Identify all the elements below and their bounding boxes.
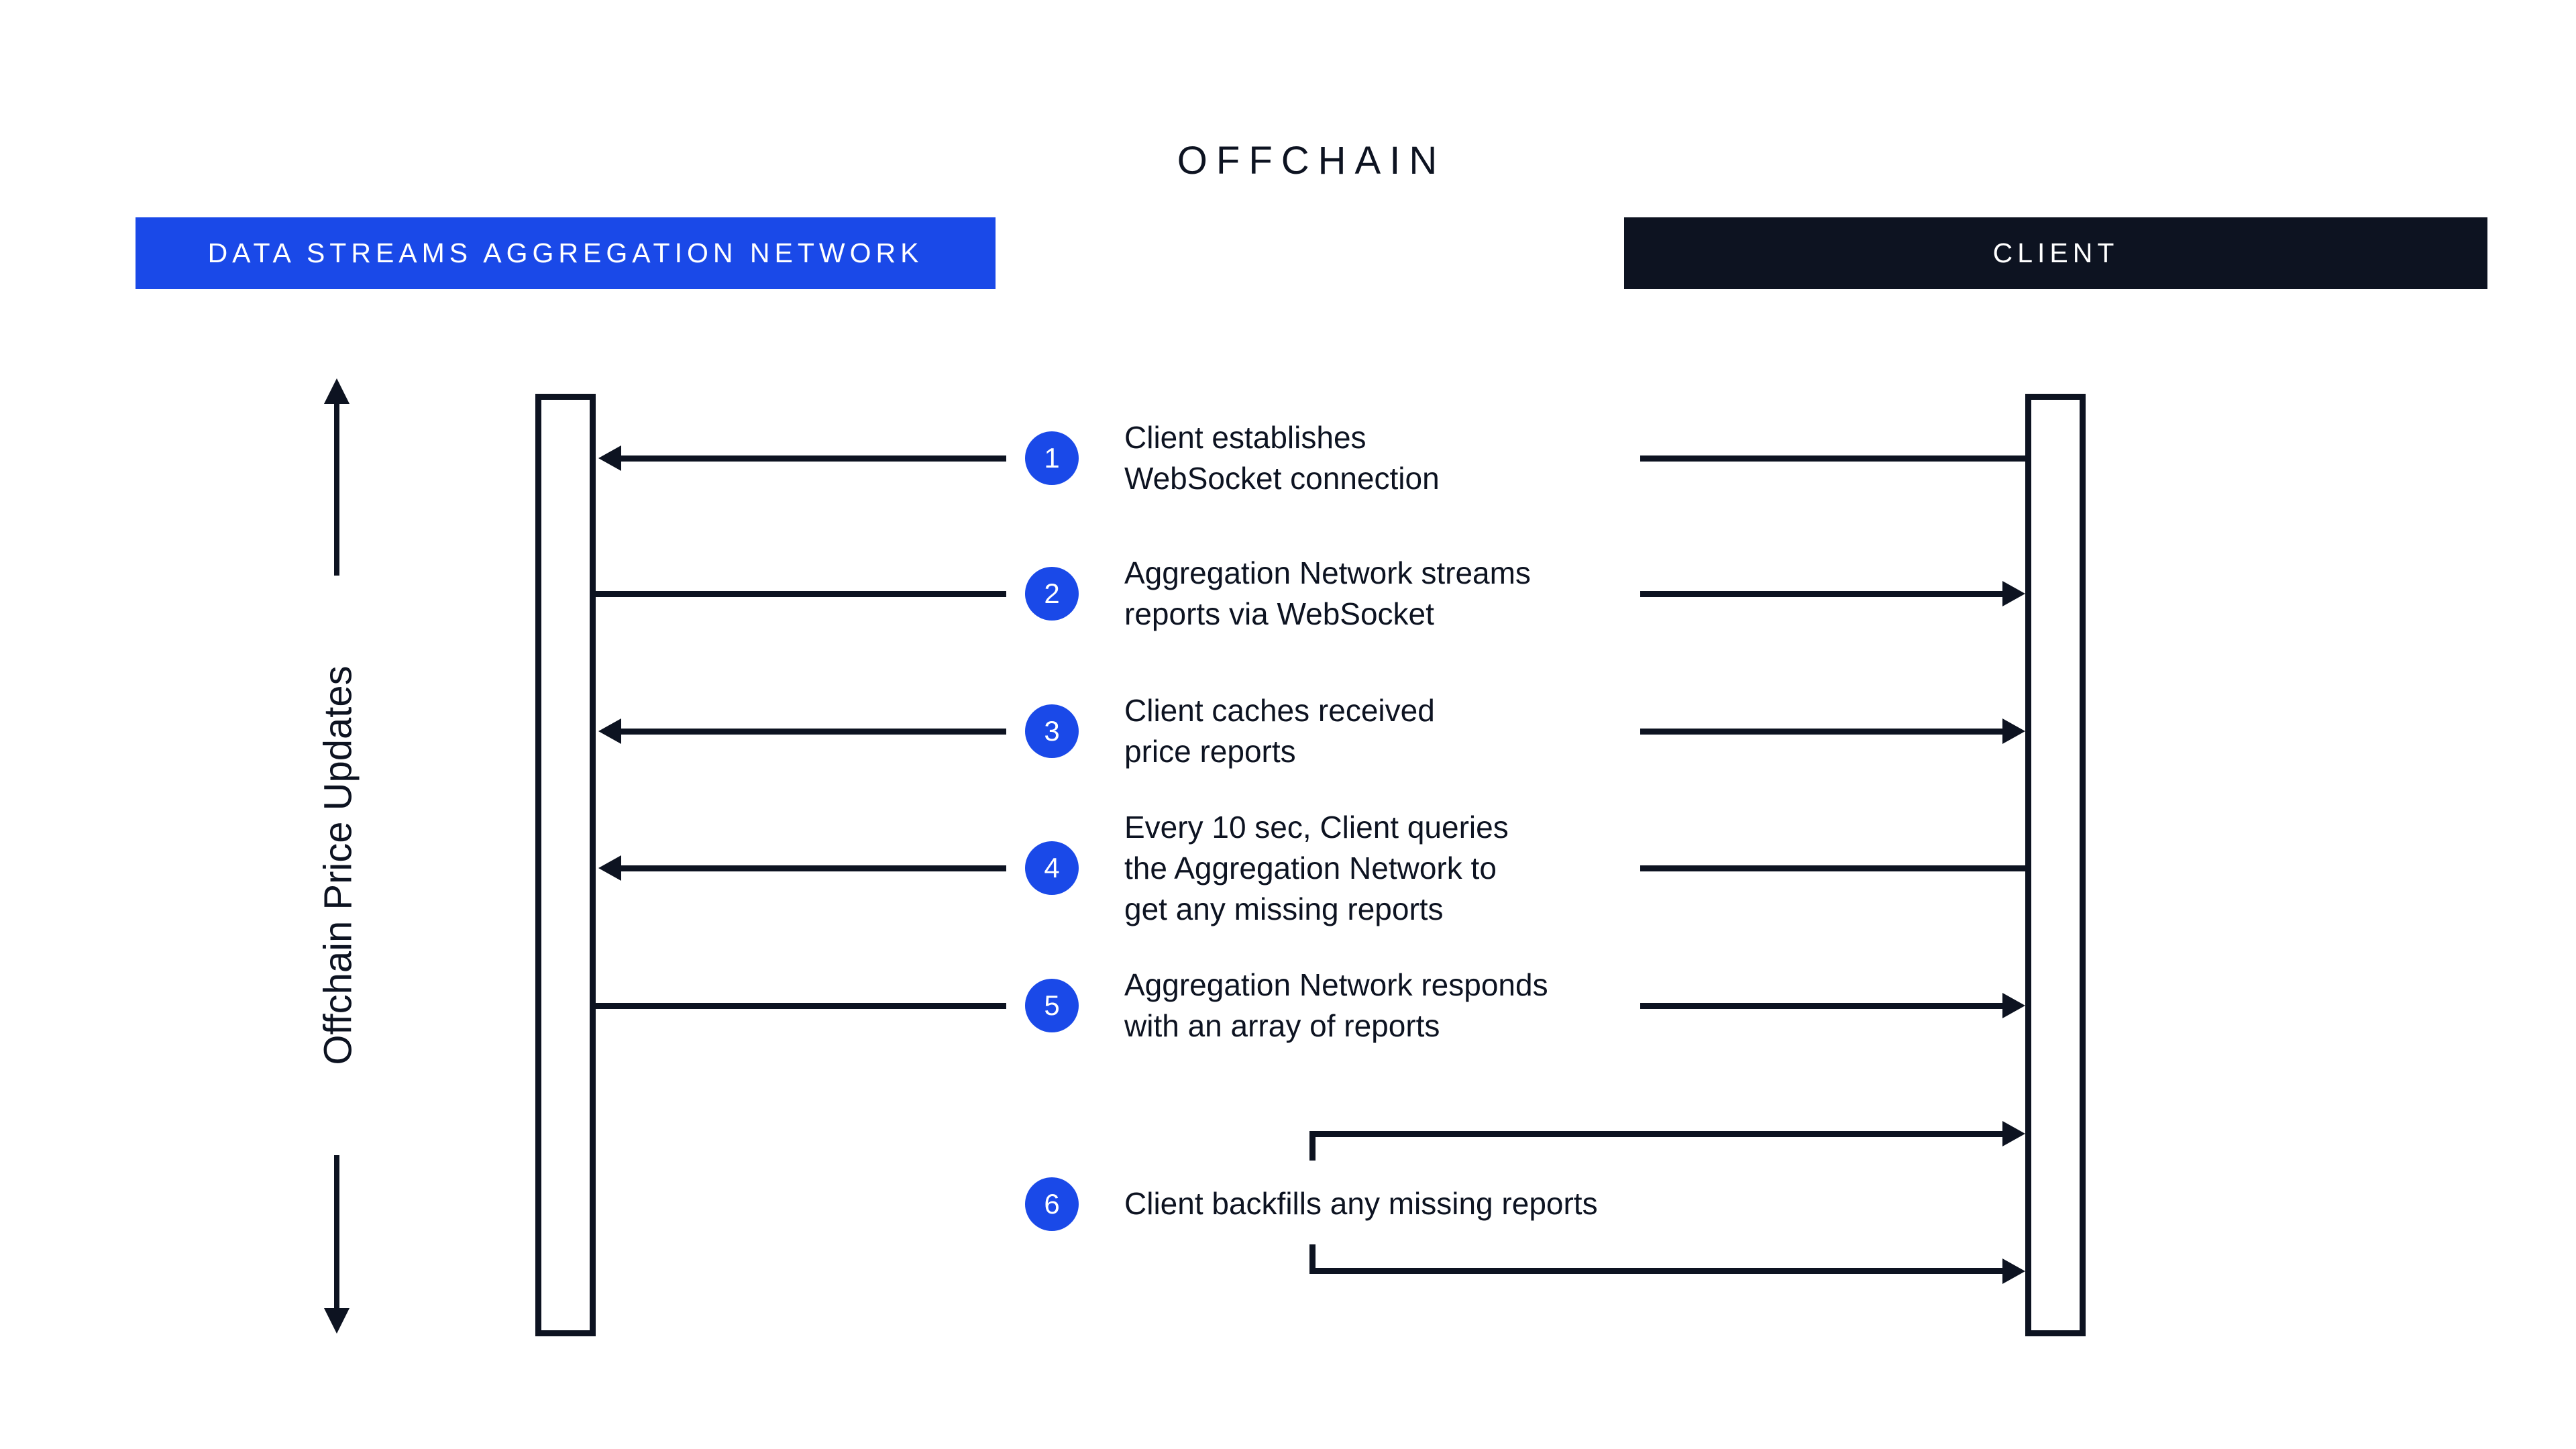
message-line-from-client — [1640, 865, 2025, 871]
backfill-bottom-stub — [1309, 1244, 1316, 1274]
message-line-to-client — [1640, 591, 2006, 597]
message-line-to-aggregation — [617, 729, 1006, 735]
message-line-to-client — [1640, 729, 2006, 735]
backfill-bottom-line-to-client — [1309, 1268, 2006, 1274]
step-label: Client caches received price reports — [1124, 693, 1435, 769]
message-line-from-client — [1640, 455, 2025, 462]
step-label: Aggregation Network streams reports via … — [1124, 555, 1531, 631]
arrowhead-right-icon — [2002, 1121, 2025, 1146]
arrowhead-right-icon — [2002, 993, 2025, 1018]
step-badge: 1 — [1025, 431, 1079, 485]
arrowhead-right-icon — [2002, 718, 2025, 744]
message-line-to-client — [1640, 1003, 2006, 1009]
actor-label-aggregation-network: DATA STREAMS AGGREGATION NETWORK — [207, 237, 924, 268]
step-label: Client establishes WebSocket connection — [1124, 420, 1440, 496]
message-line-to-aggregation — [617, 865, 1006, 871]
step-badge: 5 — [1025, 979, 1079, 1032]
message-line-from-aggregation — [596, 591, 1006, 597]
message-line-to-aggregation — [617, 455, 1006, 462]
actor-bar-aggregation-network: DATA STREAMS AGGREGATION NETWORK — [136, 217, 996, 289]
step-badge: 2 — [1025, 567, 1079, 621]
lifeline-aggregation-network — [535, 394, 596, 1336]
step-badge: 6 — [1025, 1177, 1079, 1231]
axis-up-arrow-icon — [324, 378, 350, 404]
axis-label: Offchain Price Updates — [316, 665, 360, 1065]
actor-label-client: CLIENT — [1992, 237, 2119, 268]
step-badge: 4 — [1025, 841, 1079, 895]
backfill-top-line-to-client — [1309, 1131, 2006, 1137]
diagram-title: OFFCHAIN — [1177, 139, 1446, 182]
step-label: Client backfills any missing reports — [1124, 1186, 1598, 1221]
actor-bar-client: CLIENT — [1624, 217, 2487, 289]
arrowhead-right-icon — [2002, 581, 2025, 606]
message-line-from-aggregation — [596, 1003, 1006, 1009]
step-badge: 3 — [1025, 704, 1079, 758]
lifeline-client — [2025, 394, 2086, 1336]
axis-down-arrow-line — [334, 1155, 339, 1311]
arrowhead-right-icon — [2002, 1258, 2025, 1284]
step-label: Aggregation Network responds with an arr… — [1124, 967, 1548, 1043]
axis-down-arrow-icon — [324, 1308, 350, 1334]
step-label: Every 10 sec, Client queries the Aggrega… — [1124, 810, 1509, 926]
axis-up-arrow-line — [334, 401, 339, 576]
backfill-top-stub — [1309, 1131, 1316, 1161]
